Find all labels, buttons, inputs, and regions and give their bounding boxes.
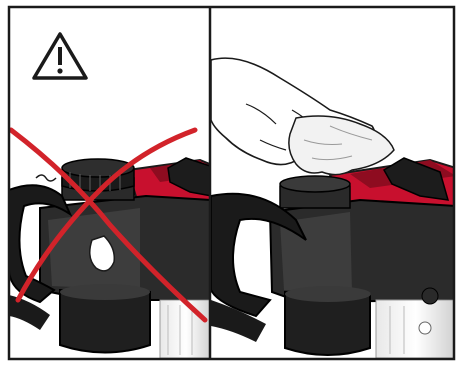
right-panel (211, 7, 456, 359)
engine-fitting (419, 322, 431, 334)
cylinder-rim-right (285, 286, 371, 302)
engine-metal-part-right (376, 300, 456, 358)
cylinder-rim (60, 284, 150, 300)
left-panel (9, 7, 212, 359)
engine-bolt (422, 288, 438, 304)
filler-neck-rim (280, 176, 350, 192)
